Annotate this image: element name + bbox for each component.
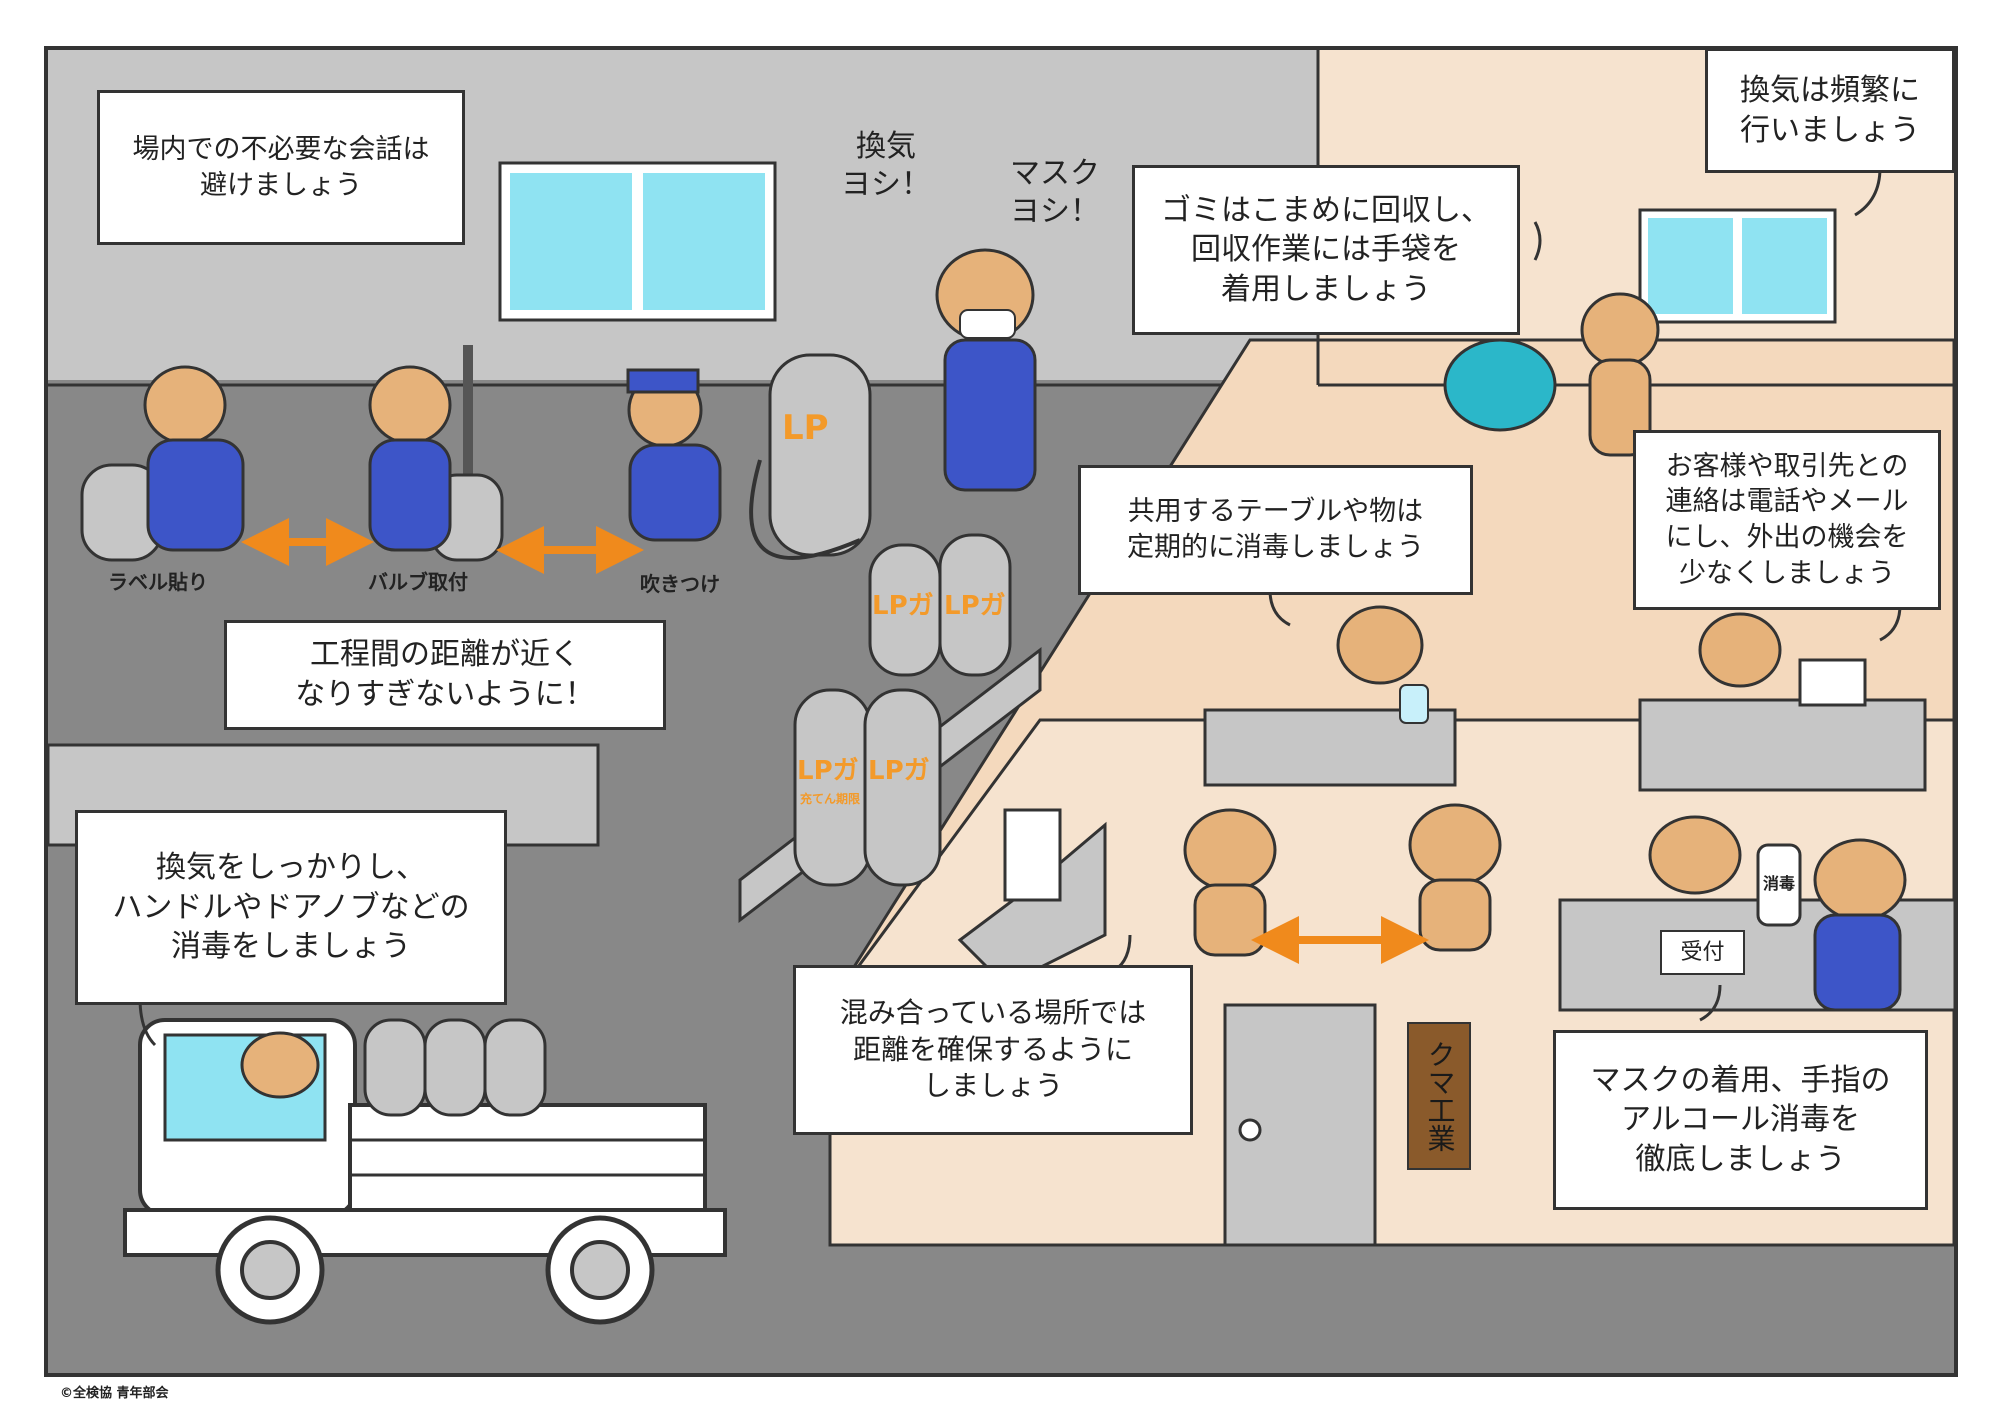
cylinder-label: LPガ — [797, 756, 859, 786]
caption-ventilate-often: 換気は頻繁に 行いましょう — [1705, 48, 1955, 173]
caption-garbage: ゴミはこまめに回収し、 回収作業には手袋を 着用しましょう — [1132, 165, 1520, 335]
office-window — [1638, 208, 1837, 324]
caption-mask-check: マスク ヨシ！ — [1010, 156, 1100, 229]
caption-ventilation-check: 換気 ヨシ！ — [841, 129, 931, 202]
process-label-spray: 吹きつけ — [640, 572, 720, 596]
company-sign: クマ工業 — [1407, 1022, 1471, 1170]
warehouse-window — [498, 161, 777, 322]
disinfect-bottle-label: 消毒 — [1763, 874, 1796, 893]
worker-valve-attach — [368, 345, 504, 562]
delivery-truck — [123, 1018, 727, 1325]
cylinder-sublabel: 充てん期限 — [800, 792, 861, 806]
worker-inspector — [935, 248, 1037, 492]
caption-mask-hands: マスクの着用、手指の アルコール消毒を 徹底しましょう — [1553, 1030, 1928, 1210]
caption-contact-customers: お客様や取引先との 連絡は電話やメール にし、外出の機会を 少なくしましょう — [1633, 430, 1941, 610]
caption-conversation: 場内での不必要な会話は 避けましょう — [97, 90, 465, 245]
office-door — [1223, 1003, 1377, 1247]
cylinder-label: LPガ — [872, 591, 934, 621]
garbage-bag — [1443, 292, 1660, 457]
process-label-affix: ラベル貼り — [108, 570, 208, 594]
caption-process-distance: 工程間の距離が近く なりすぎないように！ — [224, 620, 666, 730]
caption-crowded-places: 混み合っている場所では 距離を確保するように しましょう — [793, 965, 1193, 1135]
reception-sign: 受付 — [1660, 930, 1745, 975]
speech-tails — [138, 167, 1902, 1047]
worker-label-affix — [80, 365, 245, 562]
cylinder-rack — [738, 533, 1042, 924]
reception-desk — [1558, 815, 1957, 1012]
caption-ventilate-handles: 換気をしっかりし、 ハンドルやドアノブなどの 消毒をしましょう — [75, 810, 507, 1005]
cylinder-label: LPガ — [944, 591, 1006, 621]
cylinder-label: LPガ — [868, 756, 930, 786]
worker-spray — [626, 353, 872, 560]
door-knob — [1238, 1118, 1262, 1142]
tank-label: LP — [782, 408, 829, 448]
caption-disinfect-shared: 共用するテーブルや物は 定期的に消毒しましょう — [1078, 465, 1473, 595]
process-label-valve: バルブ取付 — [368, 570, 468, 594]
time-clock — [957, 808, 1107, 987]
shared-table — [1203, 605, 1457, 787]
copyright-text: ©全検協 青年部会 — [60, 1386, 169, 1401]
phone-desk — [1638, 612, 1927, 792]
distancing-bears — [1183, 803, 1502, 964]
